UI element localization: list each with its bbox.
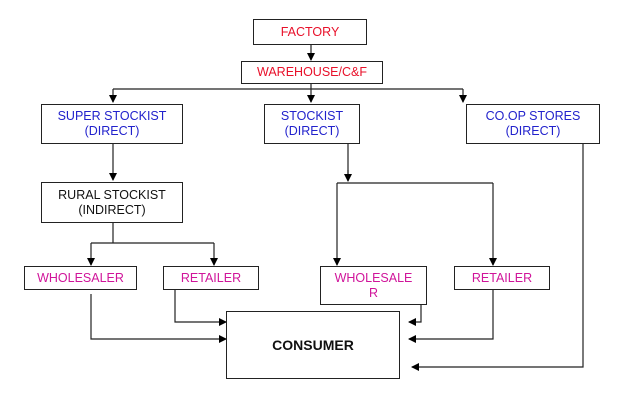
node-coop-stores: CO.OP STORES (DIRECT) (466, 104, 600, 144)
node-warehouse-label: WAREHOUSE/C&F (257, 65, 367, 79)
node-coop-stores-line2: (DIRECT) (505, 124, 561, 138)
node-super-stockist-line2: (DIRECT) (84, 124, 140, 138)
node-stockist: STOCKIST (DIRECT) (264, 104, 360, 144)
node-rural-stockist-line1: RURAL STOCKIST (58, 187, 166, 202)
node-wholesaler-right-line1: WHOLESALE (334, 270, 413, 285)
node-stockist-line1: STOCKIST (280, 109, 344, 123)
node-super-stockist-line1: SUPER STOCKIST (57, 109, 167, 123)
node-warehouse: WAREHOUSE/C&F (241, 61, 383, 84)
node-consumer: CONSUMER (226, 311, 400, 379)
node-factory: FACTORY (253, 19, 367, 45)
node-consumer-label: CONSUMER (272, 336, 354, 353)
node-wholesaler-right: WHOLESALE R (320, 266, 427, 305)
node-wholesaler-left: WHOLESALER (24, 266, 137, 290)
edge-retailer-left-consumer (174, 288, 227, 326)
node-stockist-line2: (DIRECT) (284, 124, 340, 138)
node-rural-stockist: RURAL STOCKIST (INDIRECT) (41, 182, 183, 223)
node-retailer-left-label: RETAILER (180, 270, 242, 285)
edge-retailer-right-consumer (408, 289, 494, 343)
node-rural-stockist-line2: (INDIRECT) (78, 202, 146, 217)
node-retailer-right: RETAILER (454, 266, 550, 290)
node-retailer-right-label: RETAILER (471, 270, 533, 285)
node-wholesaler-left-label: WHOLESALER (37, 270, 124, 285)
edge-coop-consumer (411, 144, 584, 371)
node-factory-label: FACTORY (280, 24, 340, 39)
node-wholesaler-right-line2: R (368, 285, 379, 300)
node-retailer-left: RETAILER (163, 266, 259, 290)
node-super-stockist: SUPER STOCKIST (DIRECT) (41, 104, 183, 144)
node-coop-stores-line1: CO.OP STORES (485, 109, 581, 123)
edge-wholesaler-left-consumer (90, 294, 227, 343)
